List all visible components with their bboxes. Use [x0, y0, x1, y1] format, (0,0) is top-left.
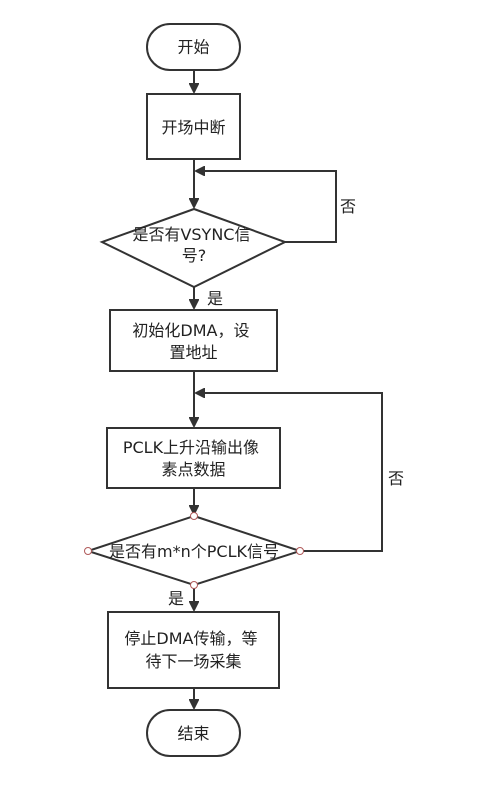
start-terminator-shape [146, 23, 241, 71]
svg-text:结束: 结束 [177, 724, 209, 743]
end-terminator-shape [146, 709, 241, 757]
svg-text:是否有m*n个PCLK信号: 是否有m*n个PCLK信号 [109, 542, 279, 561]
edge-vsync-no-loop [196, 171, 337, 243]
check-pclk-label: 是否有m*n个PCLK信号 [109, 542, 279, 561]
svg-text:是否有VSYNC信 号?: 是否有VSYNC信 号? [132, 225, 255, 265]
svg-text:PCLK上升沿输出像 素点数据: PCLK上升沿输出像 素点数据 [123, 438, 264, 479]
enable-interrupt-process-shape [146, 93, 241, 160]
init-dma-label-line-1: 初始化DMA，设 [132, 321, 249, 340]
pclk-output-label-line-2: 素点数据 [161, 460, 225, 479]
pclk-output-label-line-1: PCLK上升沿输出像 [123, 438, 259, 457]
edge-label-pclk-yes: 是 [168, 589, 184, 608]
edges [194, 70, 383, 708]
edge-label-vsync-yes: 是 [207, 289, 223, 308]
node-stop-dma[interactable]: 停止DMA传输，等 待下一场采集 [107, 611, 280, 689]
node-enable-interrupt[interactable]: 开场中断 [146, 93, 241, 160]
check-pclk-handle-left[interactable] [84, 547, 92, 555]
check-vsync-label-line-2: 号? [182, 246, 207, 265]
svg-text:开场中断: 开场中断 [161, 118, 225, 137]
check-pclk-handle-bottom[interactable] [190, 581, 198, 589]
check-pclk-handle-top[interactable] [190, 512, 198, 520]
pclk-output-process-shape [106, 427, 281, 489]
init-dma-process-shape [109, 309, 278, 372]
node-check-vsync[interactable]: 是否有VSYNC信 号? [99, 207, 288, 289]
end-label: 结束 [177, 724, 209, 743]
stop-dma-label-line-2: 待下一场采集 [145, 652, 241, 671]
stop-dma-process-shape [107, 611, 280, 689]
check-pclk-handle-right[interactable] [296, 547, 304, 555]
init-dma-label-line-2: 置地址 [169, 343, 217, 362]
node-start[interactable]: 开始 [146, 23, 241, 71]
start-label: 开始 [177, 38, 209, 57]
svg-text:开始: 开始 [177, 38, 209, 57]
edge-label-pclk-no: 否 [388, 469, 404, 488]
edge-pclk-no-loop [196, 393, 383, 552]
stop-dma-label-line-1: 停止DMA传输，等 [124, 629, 257, 648]
edge-label-vsync-no: 否 [340, 197, 356, 216]
svg-text:初始化DMA，设 置地址: 初始化DMA，设 置地址 [132, 321, 254, 362]
enable-interrupt-label: 开场中断 [161, 118, 225, 137]
check-vsync-label-line-1: 是否有VSYNC信 [132, 225, 250, 244]
node-end[interactable]: 结束 [146, 709, 241, 757]
check-vsync-decision-shape [99, 207, 288, 289]
node-check-pclk[interactable]: 是否有m*n个PCLK信号 [84, 512, 304, 589]
node-init-dma[interactable]: 初始化DMA，设 置地址 [109, 309, 278, 372]
node-pclk-output[interactable]: PCLK上升沿输出像 素点数据 [106, 427, 281, 489]
svg-text:停止DMA传输，等 待下一场采集: 停止DMA传输，等 待下一场采集 [124, 629, 262, 671]
